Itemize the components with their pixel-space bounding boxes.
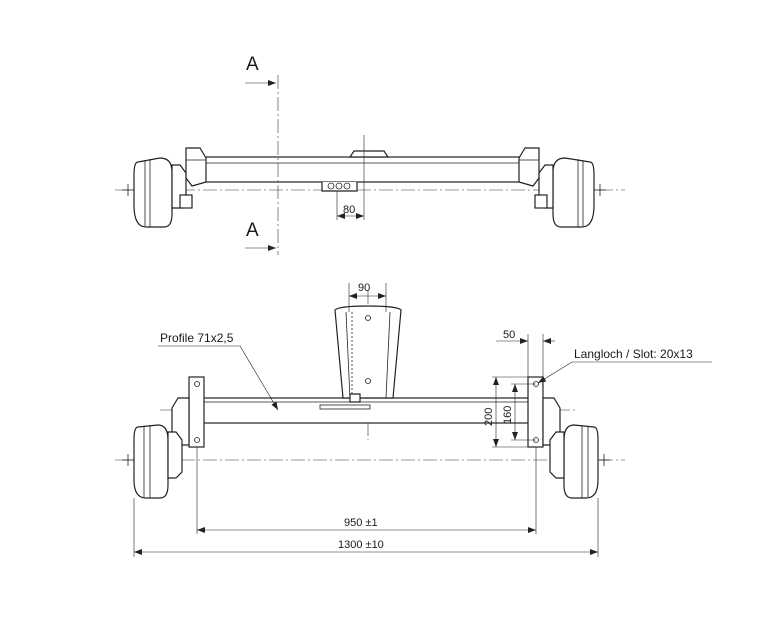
dim-50: 50 — [503, 329, 515, 341]
dim-90: 90 — [358, 282, 370, 294]
top-right-wheel — [518, 147, 606, 228]
section-marker-top: A — [246, 54, 259, 75]
dim-1300: 1300 ±10 — [338, 539, 384, 551]
callout-profile: Profile 71x2,5 — [160, 331, 234, 345]
dim-950: 950 ±1 — [344, 517, 378, 529]
top-bracket — [348, 150, 390, 158]
dim-80: 80 — [343, 204, 355, 216]
front-left-wheel — [122, 376, 205, 499]
central-bracket — [319, 305, 402, 410]
top-left-wheel — [122, 147, 207, 228]
dim-160: 160 — [502, 406, 514, 424]
front-view: 90 50 200 160 950 ±1 1300 ±10 Profile 71… — [115, 282, 712, 557]
callout-slot: Langloch / Slot: 20x13 — [574, 347, 693, 361]
front-right-wheel — [527, 376, 610, 499]
section-marker-bottom: A — [246, 220, 259, 241]
top-view: A A 80 — [115, 54, 625, 255]
top-axle-tube — [194, 156, 531, 183]
dim-200: 200 — [483, 408, 495, 426]
